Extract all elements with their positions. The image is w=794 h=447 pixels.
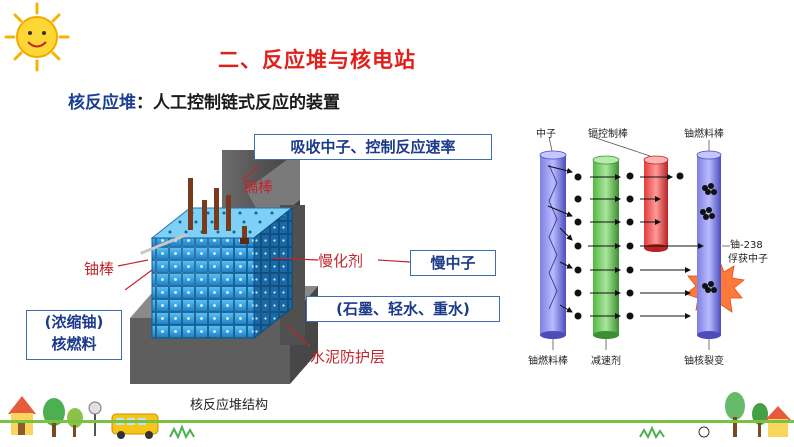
control-rods (188, 178, 249, 244)
subtitle-separator: ： (136, 93, 153, 113)
ball-icon (698, 426, 710, 438)
neutron-arrows (547, 165, 704, 319)
label-moderator: 减速剂 (591, 356, 621, 367)
label-capture-neutron: 俘获中子 (728, 254, 768, 265)
pointer-lines (117, 165, 411, 347)
control-rod-red (643, 155, 669, 252)
sun-icon (4, 2, 70, 72)
fuel-box-line2: 核燃料 (51, 335, 97, 353)
moderator-rod (592, 155, 620, 339)
label-fuel-rod-bottom: 铀燃料棒 (528, 356, 568, 367)
label-cadmium-control-rod: 镉控制棒 (588, 129, 628, 140)
fuel-box-line1: (浓缩铀) (44, 313, 104, 331)
grass-icon (169, 424, 195, 440)
uranium-rod-out (140, 233, 188, 255)
fuel-box: (浓缩铀) 核燃料 (26, 310, 122, 360)
control-rod-function-box: 吸收中子、控制反应速率 (254, 134, 492, 160)
schematic-leaders (548, 136, 730, 350)
cadmium-rod-label: 镉棒 (243, 178, 274, 196)
subtitle: 核反应堆：人工控制链式反应的装置 (68, 88, 340, 113)
moderator-function-box: 慢中子 (410, 250, 496, 276)
grass-right-icon (639, 425, 665, 440)
label-fission: 铀核裂变 (684, 356, 724, 367)
subtitle-keyword: 核反应堆 (68, 93, 136, 113)
moderator-materials-box: (石墨、轻水、重水) (306, 296, 500, 322)
house-icon (8, 396, 36, 435)
reactor-caption: 核反应堆结构 (190, 398, 269, 413)
label-neutron: 中子 (536, 129, 556, 140)
subtitle-text: 人工控制链式反应的装置 (153, 93, 340, 113)
label-u238: 铀-238 (730, 240, 763, 251)
house-right-icon (765, 406, 791, 437)
tree-right-icon (725, 392, 768, 437)
fuel-rod-left (539, 150, 567, 339)
page-title: 二、反应堆与核电站 (218, 48, 416, 72)
reactor-core (150, 206, 294, 340)
ground-line (0, 420, 794, 423)
moderator-label: 慢化剂 (318, 252, 364, 270)
concrete-shield-label: 水泥防护层 (310, 348, 386, 366)
neutrons (574, 172, 684, 320)
label-fuel-rod-top: 铀燃料棒 (684, 129, 724, 140)
tree-icon (43, 398, 83, 437)
uranium-rod-label: 铀棒 (84, 260, 115, 278)
